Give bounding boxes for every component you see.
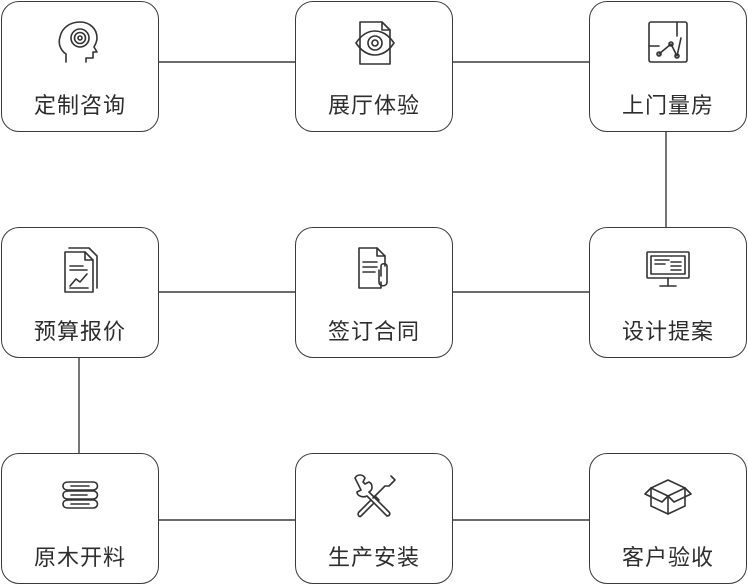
step-label: 原木开料: [33, 546, 126, 571]
quote-chart-document-icon: [53, 242, 107, 296]
step-label: 预算报价: [33, 320, 126, 345]
step-card-budget: 预算报价: [1, 227, 159, 358]
tools-icon: [347, 468, 401, 522]
step-card-showroom: 展厅体验: [295, 1, 453, 132]
step-card-design: 设计提案: [589, 227, 747, 358]
step-label: 生产安装: [327, 546, 420, 571]
step-label: 设计提案: [621, 320, 714, 345]
step-card-install: 生产安装: [295, 453, 453, 584]
step-card-acceptance: 客户验收: [589, 453, 747, 584]
step-card-consult: 定制咨询: [1, 1, 159, 132]
consult-head-icon: [53, 16, 107, 70]
wood-boards-icon: [53, 468, 107, 522]
step-card-cutting: 原木开料: [1, 453, 159, 584]
step-label: 展厅体验: [327, 94, 420, 119]
eye-document-icon: [347, 16, 401, 70]
step-label: 签订合同: [327, 320, 420, 345]
step-label: 客户验收: [621, 546, 714, 571]
step-label: 定制咨询: [33, 94, 126, 119]
contract-clip-icon: [347, 242, 401, 296]
open-box-icon: [641, 468, 695, 522]
step-card-measure: 上门量房: [589, 1, 747, 132]
monitor-design-icon: [641, 242, 695, 296]
floorplan-measure-icon: [641, 16, 695, 70]
step-label: 上门量房: [621, 94, 714, 119]
step-card-contract: 签订合同: [295, 227, 453, 358]
